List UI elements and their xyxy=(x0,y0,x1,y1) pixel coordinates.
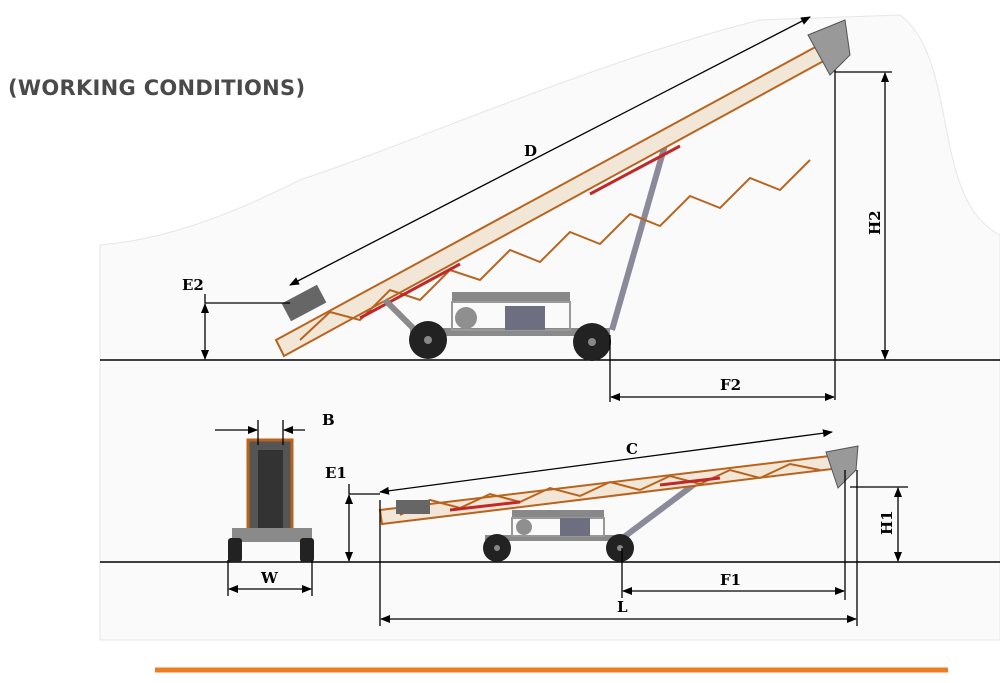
dimension-h2-label: H2 xyxy=(866,210,884,235)
page-title: (WORKING CONDITIONS) xyxy=(8,76,306,100)
dimension-e1-label: E1 xyxy=(325,464,347,482)
dimension-d-label: D xyxy=(524,142,537,160)
dimension-d-arrow xyxy=(289,16,811,286)
dimension-c-label: C xyxy=(626,440,638,458)
front-view xyxy=(228,438,314,562)
dimension-b-label: B xyxy=(322,411,335,429)
dimension-c-arrow xyxy=(379,429,833,495)
dimension-l-label: L xyxy=(617,598,628,616)
dimension-h1-label: H1 xyxy=(878,510,896,535)
dimension-e2-label: E2 xyxy=(182,276,204,294)
dimension-f1-label: F1 xyxy=(720,571,741,589)
dimension-f2-label: F2 xyxy=(720,376,741,394)
dimension-w-label: W xyxy=(260,569,279,587)
